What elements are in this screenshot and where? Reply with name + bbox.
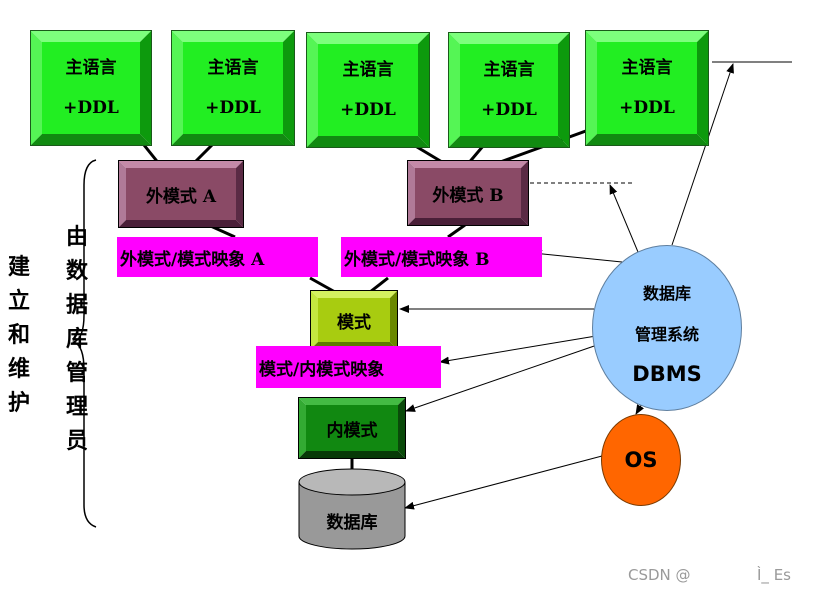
vertical-char: 由	[66, 224, 89, 250]
host-language-box-4: 主语言 +DDL	[448, 32, 570, 148]
host-language-name: 主语言	[65, 58, 117, 78]
external-schema-a-box: 外模式 A	[118, 160, 244, 228]
external-schema-b-box: 外模式 B	[407, 160, 529, 226]
line-map-b-to-schema	[369, 276, 389, 294]
host-language-label: 主语言 +DDL	[318, 44, 418, 136]
host-language-label: 主语言 +DDL	[597, 42, 697, 134]
vertical-char: 管	[66, 360, 89, 386]
host-language-box-2: 主语言 +DDL	[171, 30, 295, 146]
schema-box: 模式	[310, 290, 398, 350]
watermark-right: Ì_ Es	[757, 566, 791, 584]
bevel-frame	[306, 32, 430, 148]
host-ddl-label: +DDL	[63, 98, 119, 118]
host-language-label: 主语言 +DDL	[460, 44, 558, 136]
host-ddl-label: +DDL	[340, 100, 396, 120]
arrow-dbms-to-map-b	[532, 249, 623, 263]
bevel-frame	[448, 32, 570, 148]
bevel-frame	[298, 397, 406, 459]
host-language-box-3: 主语言 +DDL	[306, 32, 430, 148]
bevel-frame	[171, 30, 295, 146]
external-schema-a-label: 外模式 A	[145, 186, 217, 207]
bevel-frame	[118, 160, 244, 228]
line-map-a-to-schema	[309, 276, 336, 294]
vertical-char: 库	[66, 326, 89, 352]
external-schema-mapping-a: 外模式/模式映象 A	[117, 237, 318, 277]
schema-label: 模式	[337, 312, 371, 333]
internal-schema-box: 内模式	[298, 397, 406, 459]
vertical-char: 护	[8, 390, 31, 416]
arrow-os-to-db	[404, 455, 603, 510]
host-language-label: 主语言 +DDL	[183, 42, 283, 134]
vertical-char: 维	[8, 356, 31, 382]
vertical-char: 和	[8, 322, 31, 348]
host-ddl-label: +DDL	[481, 100, 537, 120]
watermark-left: CSDN @	[628, 566, 691, 584]
bevel-frame	[30, 30, 152, 146]
database-cylinder-icon	[298, 468, 406, 550]
dbms-circle	[592, 245, 742, 411]
internal-schema-label: 内模式	[326, 420, 378, 441]
vertical-char: 数	[66, 258, 89, 284]
database-label: 数据库	[326, 512, 378, 533]
vertical-char: 据	[66, 292, 89, 318]
host-language-box-1: 主语言 +DDL	[30, 30, 152, 146]
host-ddl-label: +DDL	[619, 98, 675, 118]
vertical-char: 立	[8, 288, 31, 314]
external-schema-b-label: 外模式 B	[432, 185, 504, 206]
bevel-frame	[585, 30, 709, 146]
bevel-frame	[407, 160, 529, 226]
external-schema-mapping-b: 外模式/模式映象 B	[341, 237, 542, 277]
arrow-dbms-to-top	[671, 63, 734, 246]
host-language-name: 主语言	[342, 60, 394, 80]
host-language-name: 主语言	[207, 58, 259, 78]
vertical-char: 员	[66, 428, 89, 454]
host-language-box-5: 主语言 +DDL	[585, 30, 709, 146]
host-ddl-label: +DDL	[205, 98, 261, 118]
left-brace	[71, 159, 97, 528]
left-vertical-label-dba: 由数据库管理员	[66, 220, 88, 458]
left-vertical-label-maintain: 建立和维护	[8, 250, 30, 420]
line-ext-b-to-map-b	[447, 223, 466, 239]
vertical-char: 理	[66, 394, 89, 420]
arrow-dbms-to-inner-map	[439, 335, 597, 365]
arrow-dbms-to-internal	[405, 343, 601, 412]
dbms-label-line1: 数据库	[642, 284, 691, 303]
host-language-name: 主语言	[483, 60, 535, 80]
os-circle: OS	[601, 414, 681, 506]
dbms-label-line3: DBMS	[632, 362, 702, 386]
vertical-char: 建	[8, 254, 31, 280]
host-language-label: 主语言 +DDL	[42, 42, 140, 134]
host-language-name: 主语言	[621, 58, 673, 78]
arrow-dbms-to-dashed	[609, 184, 639, 253]
internal-schema-mapping: 模式/内模式映象	[256, 346, 441, 388]
dbms-label-line2: 管理系统	[634, 325, 699, 344]
